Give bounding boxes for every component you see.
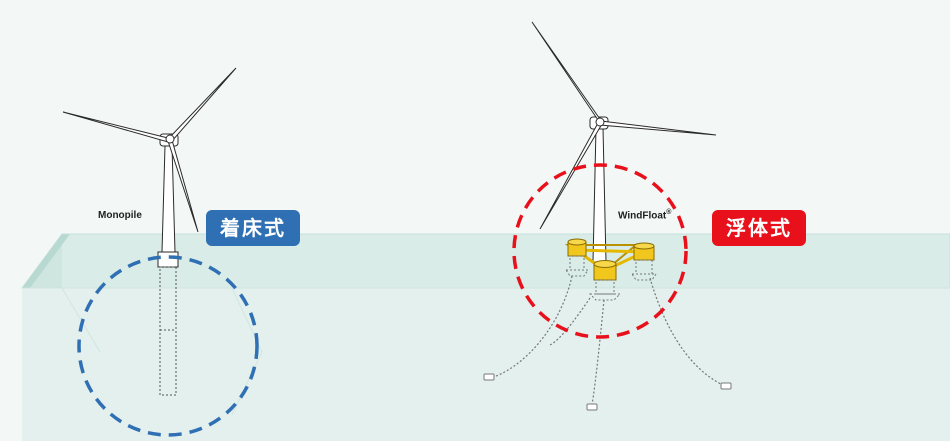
monopile-label: Monopile — [98, 210, 142, 221]
platform-column-right — [633, 242, 655, 261]
fixed-highlight-circle — [77, 255, 259, 437]
sea-front-face — [22, 288, 950, 441]
fixed-wind-turbine-icon — [62, 67, 237, 396]
platform-column-center — [593, 260, 617, 281]
floating-turbine-tower — [592, 127, 607, 263]
floating-turbine-blade — [539, 122, 603, 230]
sea-left-edge-highlight — [22, 234, 70, 288]
fixed-type-badge: 着床式 — [206, 210, 300, 246]
windfloat-label: WindFloat® — [618, 209, 671, 221]
sea-block — [21, 233, 950, 441]
fixed-turbine-hub — [165, 134, 175, 144]
floating-platform-brace — [575, 248, 645, 254]
floating-turbine-blade — [599, 120, 717, 136]
fixed-turbine-blade — [169, 67, 237, 142]
mooring-lines — [489, 275, 726, 406]
windfloat-label-text: WindFloat — [618, 210, 667, 222]
fixed-turbine-transition-piece — [157, 251, 179, 268]
platform-column-left — [567, 238, 587, 257]
floating-turbine-blade — [531, 21, 603, 123]
registered-mark: ® — [666, 209, 672, 216]
floating-type-badge: 浮体式 — [712, 210, 806, 246]
floating-wind-turbine-icon — [483, 21, 732, 411]
fixed-turbine-blade — [62, 111, 169, 143]
sea-perspective-line — [61, 287, 101, 353]
floating-highlight-circle — [512, 163, 688, 339]
mooring-anchors — [483, 373, 732, 411]
monopile-label-text: Monopile — [98, 210, 142, 221]
sea-perspective-line — [231, 351, 263, 416]
monopile-underwater — [159, 266, 177, 396]
heave-plates — [565, 255, 657, 301]
floating-turbine-hub — [595, 117, 605, 127]
fixed-turbine-tower — [161, 145, 176, 253]
